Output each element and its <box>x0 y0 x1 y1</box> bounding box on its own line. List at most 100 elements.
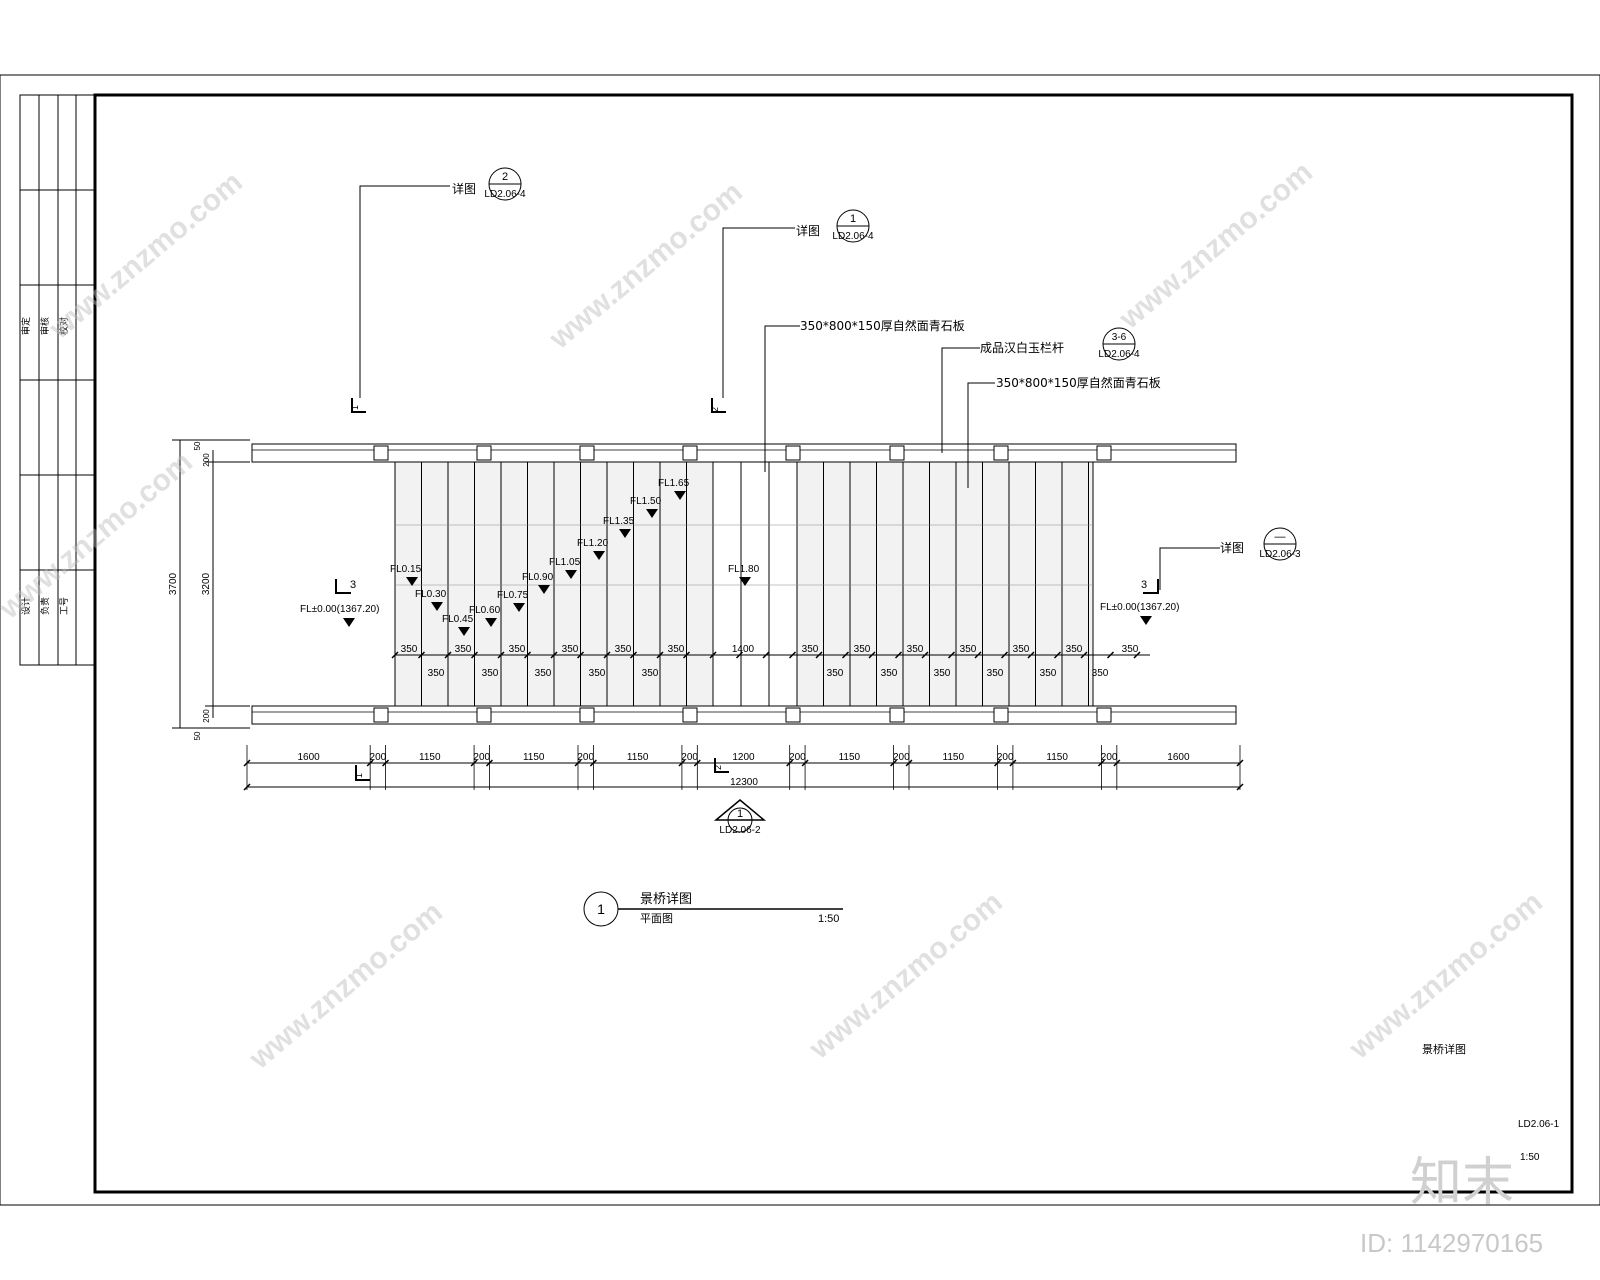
level-triangle-icon <box>406 577 418 586</box>
callout-sheet: LD2.06-4 <box>1098 349 1140 360</box>
dim-tick <box>947 651 956 659</box>
level-triangle-icon <box>431 602 443 611</box>
dim-tick <box>788 651 797 659</box>
center-plank <box>712 461 798 707</box>
dim-tick <box>603 651 611 659</box>
dim-tick <box>497 651 505 659</box>
level-triangle-icon <box>646 509 658 518</box>
dim-tick <box>417 651 426 659</box>
step-level-label: FL1.35 <box>603 516 635 527</box>
railing-post <box>579 445 595 461</box>
bottom-dim-label: 200 <box>370 752 387 763</box>
railing-post <box>373 445 389 461</box>
dim-tick <box>485 759 494 767</box>
title-block-labels: 审定 审核 校对 设计 负责 工号 <box>20 317 70 615</box>
dim-tick <box>523 651 532 659</box>
brand-logo: 知末 <box>1410 1153 1514 1213</box>
dim-tick <box>1236 783 1244 791</box>
level-left: FL±0.00(1367.20) <box>300 604 379 615</box>
level-triangle-icon <box>1140 616 1152 625</box>
slab-dim-label: 350 <box>1092 668 1109 679</box>
railing-post <box>682 445 698 461</box>
callout-no: 3-6 <box>1112 332 1127 343</box>
dim-tick <box>801 759 809 767</box>
dim-tick <box>993 759 1002 767</box>
tb-label: 设计 <box>20 597 32 615</box>
slab-dim-label: 350 <box>907 644 924 655</box>
slab-dim-label: 350 <box>1066 644 1083 655</box>
watermark-text: www.znzmo.com <box>543 175 749 356</box>
step-level-label: FL1.50 <box>630 496 662 507</box>
railing-post <box>476 707 492 723</box>
callout-sheet: LD2.06-3 <box>1259 549 1301 560</box>
slab-dim-label: 350 <box>668 644 685 655</box>
bottom-dim-label: 1600 <box>1167 752 1190 763</box>
bottom-dim-lines <box>247 762 1240 788</box>
callout-leader <box>359 185 1220 590</box>
image-id: ID: 1142970165 <box>1360 1228 1543 1258</box>
level-triangle-icon <box>565 570 577 579</box>
level-triangle-icon <box>485 618 497 627</box>
tb-label: 校对 <box>58 317 70 335</box>
step-level-label: FL0.75 <box>497 590 529 601</box>
slab-dim-label: 350 <box>960 644 977 655</box>
watermark-text: www.znzmo.com <box>1113 155 1319 336</box>
step-level-label: FL0.45 <box>442 614 474 625</box>
level-right: FL±0.00(1367.20) <box>1100 602 1179 613</box>
bottom-dim-label: 200 <box>577 752 594 763</box>
callout-label: 详图 <box>796 223 820 238</box>
slab-dim-label: 350 <box>881 668 898 679</box>
dim-tick <box>762 651 770 659</box>
slab-dim-label: 350 <box>535 668 552 679</box>
dim-tick <box>444 651 452 659</box>
step-level-label: FL0.90 <box>522 572 554 583</box>
railing-post <box>785 707 801 723</box>
bottom-dim-label: 200 <box>681 752 698 763</box>
step-level-label: FL1.20 <box>577 538 609 549</box>
dim-tick <box>682 651 691 659</box>
note-stone-a: 350*800*150厚自然面青石板 <box>800 318 965 333</box>
level-triangle-icon <box>343 618 355 627</box>
slab-dim-label: 350 <box>428 668 445 679</box>
slab-dim-label: 350 <box>1013 644 1030 655</box>
bottom-dim-label: 200 <box>893 752 910 763</box>
section-mark-left: 3 <box>350 579 356 591</box>
plan-scale: 1:50 <box>818 913 839 925</box>
callout-sheet: LD2.06-4 <box>484 189 526 200</box>
sheet-outer-frame <box>0 74 1600 1206</box>
dim-tick <box>382 759 390 767</box>
bottom-dim-label: 1150 <box>839 752 861 763</box>
callout-no: 2 <box>502 171 508 183</box>
railing-post <box>682 707 698 723</box>
bottom-dim-label: 1200 <box>732 752 755 763</box>
dim-tick <box>243 783 251 791</box>
note-railing: 成品汉白玉栏杆 <box>980 340 1064 355</box>
dim-tick <box>693 759 701 767</box>
dim-tick <box>868 651 876 659</box>
sheet-drawing-name: 景桥详图 <box>1422 1042 1466 1056</box>
left-part-dim: 50 <box>193 441 202 450</box>
railing-post <box>476 445 492 461</box>
bottom-dim-label: 200 <box>473 752 490 763</box>
dim-tick <box>678 759 686 767</box>
tb-label: 审核 <box>39 317 51 335</box>
callout-sheet: LD2.06-4 <box>832 231 874 242</box>
bottom-dim-label: 1150 <box>943 752 965 763</box>
watermark-text: www.znzmo.com <box>1343 885 1549 1066</box>
dim-tick <box>589 759 597 767</box>
dim-tick <box>815 651 823 659</box>
dim-tick <box>974 651 982 659</box>
dim-tick <box>890 759 898 767</box>
step-level-label: FL0.30 <box>415 589 447 600</box>
section-ref-no: 1 <box>737 808 743 820</box>
watermark-text: www.znzmo.com <box>243 895 449 1076</box>
left-inner-dim: 3200 <box>201 572 212 595</box>
slab-dim-label: 350 <box>854 644 871 655</box>
bottom-dim-label: 1150 <box>523 752 545 763</box>
dim-tick <box>905 759 913 767</box>
railing-post <box>785 445 801 461</box>
watermark-text: www.znzmo.com <box>43 165 249 346</box>
step-level-label: FL1.05 <box>549 557 581 568</box>
callout-label: 详图 <box>452 181 476 196</box>
